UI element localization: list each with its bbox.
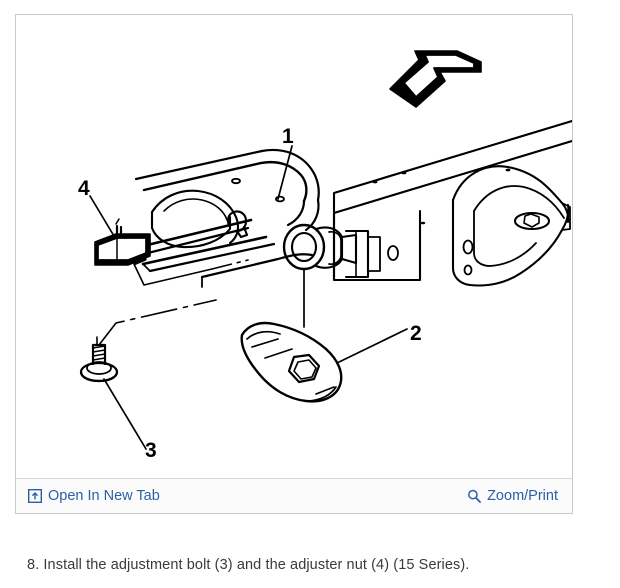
open-in-new-tab-label: Open In New Tab xyxy=(48,487,160,504)
callout-3: 3 xyxy=(145,439,157,462)
frame-bracket xyxy=(451,165,571,287)
open-in-new-tab-button[interactable]: Open In New Tab xyxy=(27,487,160,504)
direction-arrow-glyph xyxy=(389,50,482,108)
leader-lines xyxy=(89,145,408,450)
step-caption-text: 8. Install the adjustment bolt (3) and t… xyxy=(27,557,470,573)
callout-4: 4 xyxy=(78,177,90,200)
viewer-toolbar: Open In New Tab Zoom/Print xyxy=(16,478,572,513)
magnifier-icon xyxy=(467,489,481,503)
control-arm xyxy=(134,148,320,288)
frame-rail xyxy=(332,119,572,282)
callout-1: 1 xyxy=(282,125,294,148)
control-arm-bushing xyxy=(282,223,381,279)
cam-adjuster xyxy=(240,321,343,403)
callout-2: 2 xyxy=(410,322,422,345)
zoom-print-button[interactable]: Zoom/Print xyxy=(467,489,558,504)
adjuster-nut xyxy=(94,218,151,266)
suspension-parts-diagram: 1 2 3 4 xyxy=(16,15,572,478)
image-viewer-panel: 1 2 3 4 Open In New Tab xyxy=(15,14,573,514)
open-in-new-tab-icon xyxy=(27,488,43,504)
diagram-canvas[interactable]: 1 2 3 4 xyxy=(16,15,572,478)
zoom-print-label: Zoom/Print xyxy=(487,487,558,504)
